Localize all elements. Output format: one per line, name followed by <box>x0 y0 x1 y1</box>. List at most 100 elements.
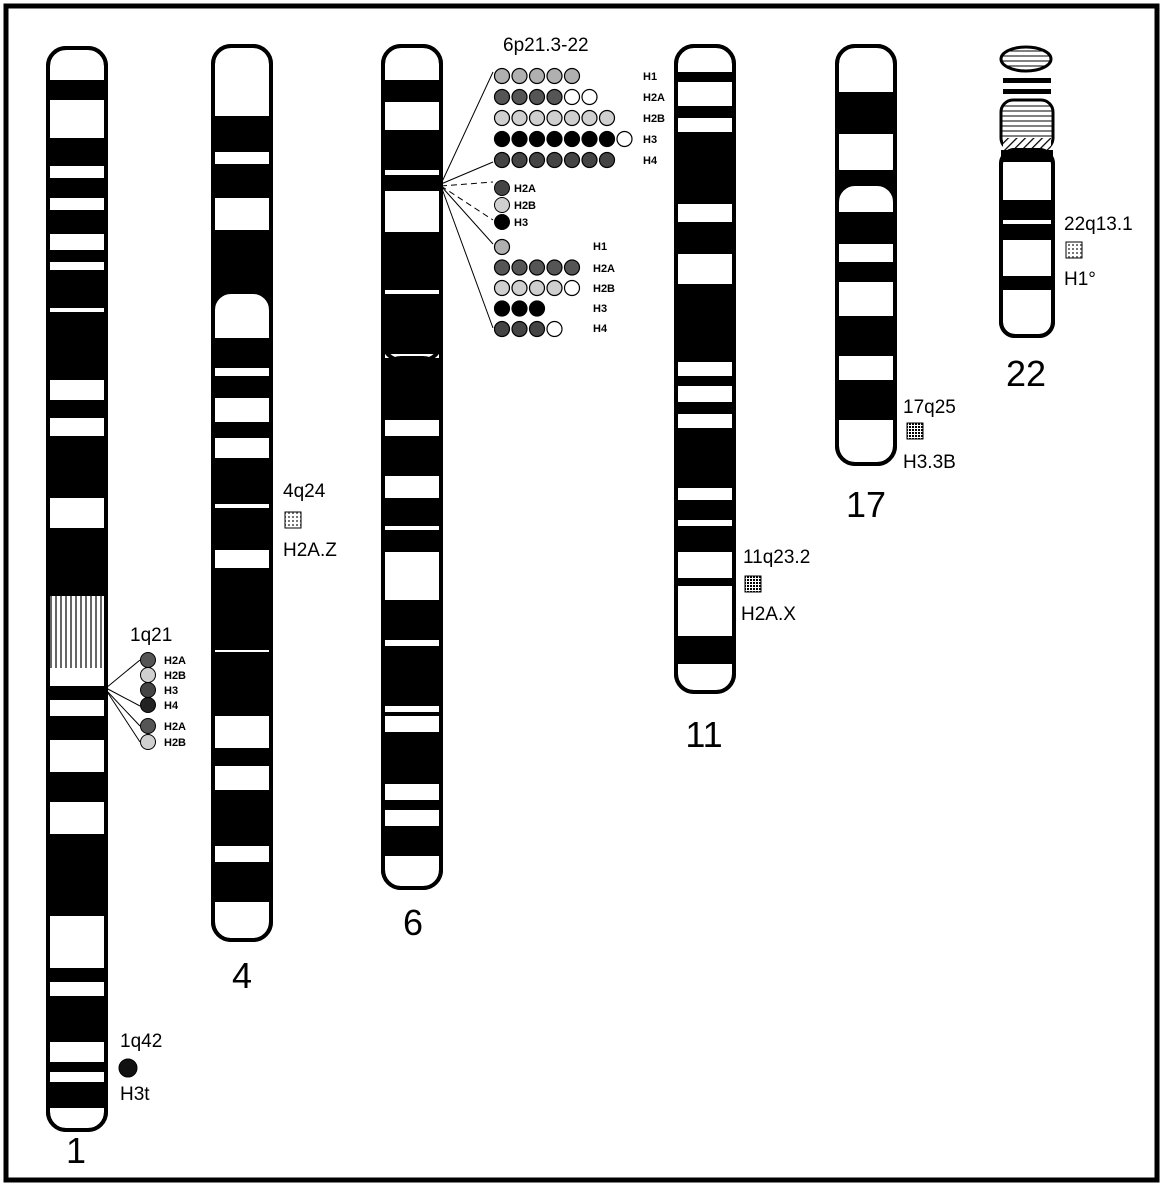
gene-circle-h1 <box>547 69 562 84</box>
gene-label-h3t: H3t <box>120 1084 150 1105</box>
gene-circle-h4 <box>530 153 545 168</box>
gene-circle-h3 <box>141 683 156 698</box>
gene-circle-h3 <box>512 132 527 147</box>
gene-square-h1o <box>1066 242 1082 258</box>
gene-circle-h2a <box>530 260 545 275</box>
locus-4q24: 4q24 H2A.Z <box>283 481 337 561</box>
gene-circle-h2b <box>495 198 510 213</box>
locus-11q23-label: 11q23.2 <box>743 547 810 568</box>
gene-circle-h4 <box>565 153 580 168</box>
chromosome-1-number: 1 <box>66 1130 86 1171</box>
gene-circle-h2b <box>512 111 527 126</box>
chromosome-1: 1 <box>48 48 106 1171</box>
gene-circle-h2a <box>495 181 510 196</box>
gene-circle-h4 <box>600 153 615 168</box>
gene-circle-h2a <box>495 90 510 105</box>
gene-circle-h3 <box>547 132 562 147</box>
locus-1q21-label: 1q21 <box>130 625 172 646</box>
gene-circle-h2b <box>495 281 510 296</box>
gene-circle-h2a <box>141 653 156 668</box>
gene-square-h33b <box>907 423 923 439</box>
gene-circle-h4 <box>530 322 545 337</box>
gene-circle-h2a <box>547 260 562 275</box>
gene-circle-h3 <box>530 132 545 147</box>
gene-circle-h2b <box>530 281 545 296</box>
chromosome-11-number: 11 <box>685 714 722 755</box>
gene-circle-h2b <box>547 281 562 296</box>
gene-label-h2az: H2A.Z <box>283 540 337 561</box>
gene-label: H3 <box>514 217 528 229</box>
figure-border <box>6 6 1157 1180</box>
locus-17q25-label: 17q25 <box>903 397 956 418</box>
gene-circle-h2b <box>582 111 597 126</box>
locus-22q13: 22q13.1 H1° <box>1064 214 1133 290</box>
gene-circle-h4 <box>547 153 562 168</box>
chromosome-22: 22 <box>1001 47 1053 394</box>
gene-circle-h3 <box>530 301 545 316</box>
gene-circle-h3 <box>565 132 580 147</box>
gene-label-h33b: H3.3B <box>903 452 956 473</box>
gene-label: H2B <box>164 737 186 749</box>
gene-circle-h2a <box>495 260 510 275</box>
gene-label: H2A <box>643 92 665 104</box>
gene-circle-h3 <box>512 301 527 316</box>
locus-1q21: 1q21 H2A H2B H3 H4 H2A H2B <box>106 625 186 750</box>
chromosome-17-number: 17 <box>846 484 886 525</box>
gene-circle-h2b <box>565 111 580 126</box>
gene-circle-h2a <box>582 90 597 105</box>
locus-4q24-label: 4q24 <box>283 481 326 502</box>
gene-label: H4 <box>593 323 608 335</box>
gene-circle-h1 <box>530 69 545 84</box>
gene-circle-h3t <box>119 1059 137 1077</box>
gene-circle-h2a <box>565 260 580 275</box>
gene-label: H2B <box>643 113 665 125</box>
gene-label: H2B <box>514 200 536 212</box>
gene-circle-h1 <box>565 69 580 84</box>
gene-circle-h2b <box>141 668 156 683</box>
gene-circle-h2a <box>512 260 527 275</box>
gene-circle-h2a <box>565 90 580 105</box>
gene-circle-h3 <box>495 132 510 147</box>
gene-label: H2A <box>164 655 186 667</box>
gene-circle-h2b <box>600 111 615 126</box>
chromosome-4-number: 4 <box>232 955 252 996</box>
gene-label: H2A <box>164 721 186 733</box>
gene-circle-h2b <box>530 111 545 126</box>
gene-label: H2A <box>514 183 536 195</box>
gene-circle-h2a <box>547 90 562 105</box>
gene-circle-h3 <box>582 132 597 147</box>
chromosome-4: 4 <box>213 46 271 996</box>
gene-label-h1o: H1° <box>1064 269 1096 290</box>
gene-circle-h4 <box>141 698 156 713</box>
gene-label: H2B <box>164 670 186 682</box>
gene-circle-h2b <box>565 281 580 296</box>
gene-circle-h2b <box>495 111 510 126</box>
cluster-middle: H2A H2B H3 <box>495 181 537 230</box>
gene-circle-h2b <box>547 111 562 126</box>
gene-circle-h1 <box>495 69 510 84</box>
gene-label-h2ax: H2A.X <box>741 604 796 625</box>
gene-label: H2B <box>593 283 615 295</box>
gene-square-h2az <box>285 512 301 528</box>
gene-circle-h3 <box>617 132 632 147</box>
gene-circle-h4 <box>512 153 527 168</box>
gene-circle-h4 <box>512 322 527 337</box>
locus-6p21: 6p21.3-22 H2A H2B H3 H1 H2A H2B H3 H4 H1… <box>441 35 665 337</box>
gene-label: H2A <box>593 263 615 275</box>
gene-circle-h4 <box>547 322 562 337</box>
chromosome-6-number: 6 <box>403 902 423 943</box>
cluster-upper <box>495 69 633 168</box>
gene-square-h2ax <box>745 576 761 592</box>
locus-1q42: 1q42 H3t <box>119 1031 162 1105</box>
chromosome-11: 11 <box>676 46 734 755</box>
gene-label: H1 <box>643 71 657 83</box>
chromosome-6: 6 <box>383 46 441 943</box>
gene-circle-h4 <box>495 153 510 168</box>
gene-circle-h3 <box>495 215 510 230</box>
gene-label: H4 <box>643 155 658 167</box>
gene-circle-h2a <box>141 719 156 734</box>
gene-circle-h2a <box>512 90 527 105</box>
gene-label: H4 <box>164 700 179 712</box>
gene-circle-h2b <box>512 281 527 296</box>
